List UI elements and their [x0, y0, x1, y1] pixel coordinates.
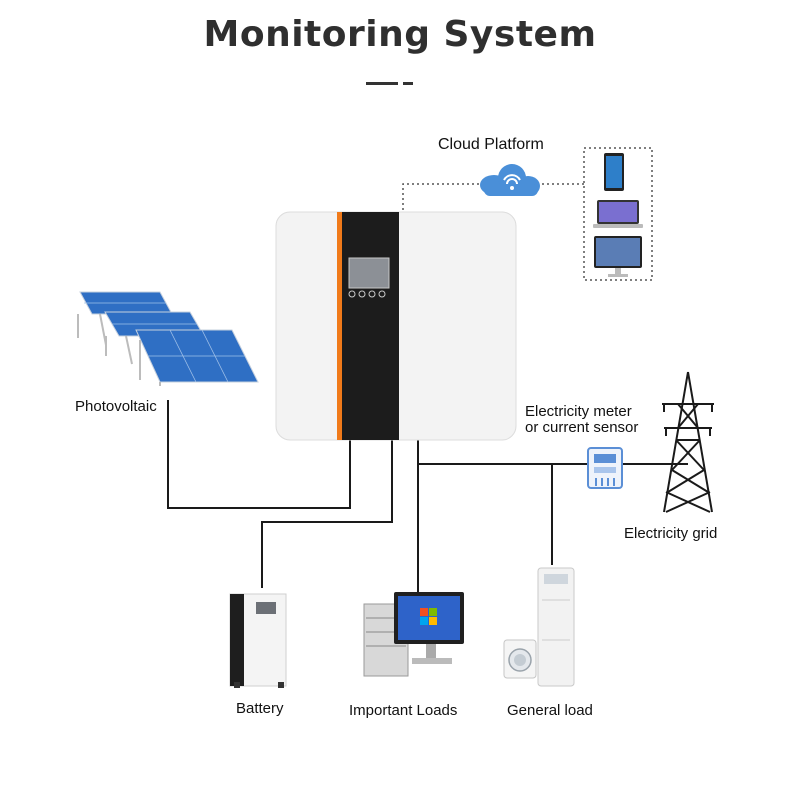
devices-group [583, 147, 653, 281]
connection-lines [167, 183, 688, 592]
electricity-meter-label: Electricity meter [525, 403, 632, 420]
pv-line [167, 400, 351, 509]
title-underline-dot [403, 82, 413, 85]
tablet-icon [604, 153, 624, 191]
inverter-lcd-screen [348, 257, 390, 289]
current-sensor-label: or current sensor [525, 419, 639, 436]
electricity-grid-label: Electricity grid [624, 525, 718, 542]
air-conditioner-and-washing-machine [503, 567, 575, 687]
inverter-panel [337, 212, 399, 440]
laptop-icon [593, 200, 643, 228]
inverter-buttons [348, 290, 386, 298]
general-load-label: General load [507, 702, 593, 719]
computer-workstation [363, 592, 464, 677]
desktop-monitor-icon [594, 236, 642, 277]
cloud-platform-label: Cloud Platform [438, 136, 544, 153]
photovoltaic-label: Photovoltaic [75, 398, 157, 415]
battery-cabinet [229, 593, 287, 688]
solar-panel-array [77, 291, 259, 386]
electricity-meter-icon [587, 447, 623, 489]
battery-line [261, 440, 393, 588]
page-title: Monitoring System [203, 14, 597, 55]
wifi-cloud-icon [480, 164, 540, 196]
important-loads-label: Important Loads [349, 702, 458, 719]
transmission-tower [662, 371, 714, 513]
inverter-accent-stripe [337, 212, 342, 440]
battery-label: Battery [236, 700, 284, 717]
inverter [275, 211, 517, 441]
title-underline [366, 82, 398, 85]
